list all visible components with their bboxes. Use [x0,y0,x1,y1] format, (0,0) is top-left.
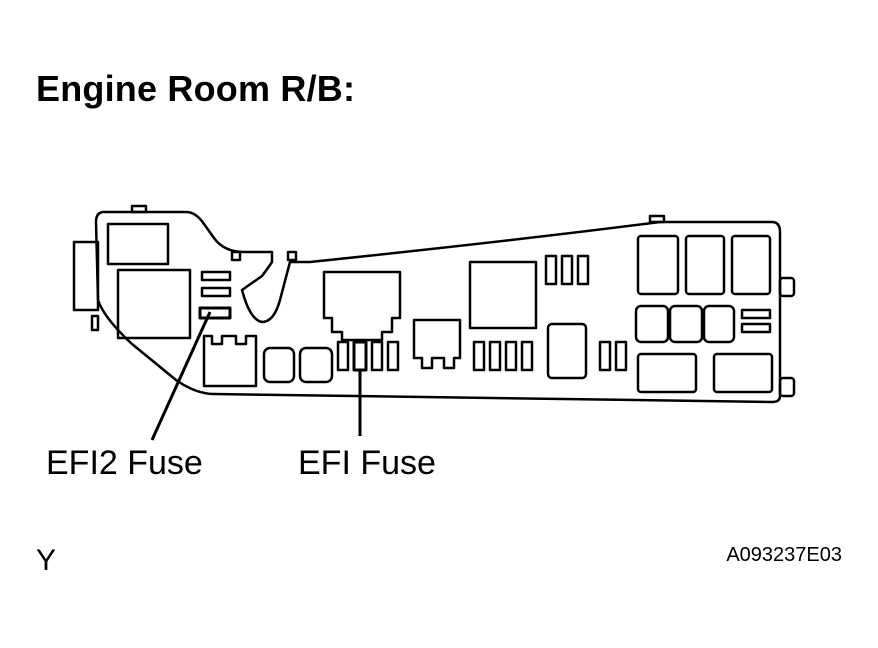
efi2-leader-line [150,311,212,441]
fuse-m4 [520,340,534,372]
top-tab-left [130,204,148,214]
efi2-fuse-label: EFI2 Fuse [46,444,203,482]
left-connector [72,240,100,312]
connector-center [412,318,462,370]
fuse-r2 [614,340,628,372]
figure-id: A093237E03 [726,544,842,566]
fuse-t1 [544,254,558,286]
efi-fuse-label: EFI Fuse [298,444,436,482]
fuse-rh1 [740,308,772,320]
fuse-r1 [598,340,612,372]
top-tab-right [648,214,666,224]
fuse-c3 [370,340,384,372]
relay-center-right [468,260,538,330]
relay-r-bot-2 [712,352,774,394]
diagram-title: Engine Room R/B: [36,68,356,109]
relay-r-mid-2 [668,304,704,344]
left-connector-clip [90,314,100,332]
view-code: Y [36,544,57,577]
fuse-c1 [336,340,350,372]
fuse-m1 [472,340,486,372]
relay-top-left [106,222,170,266]
relay-large-left [116,268,192,340]
tab-288 [286,250,298,262]
relay-r-mid-1 [634,304,670,344]
efi2-fuse [198,306,232,320]
relay-r-bot-1 [636,352,698,394]
relay-block-housing [94,210,782,404]
relay-small-a [262,346,296,384]
tab-232 [230,250,242,262]
relay-r-mid-3 [702,304,736,344]
fuse-t2 [560,254,574,286]
relay-r-top-1 [636,234,680,296]
fuse-t3 [576,254,590,286]
small-fuse-2 [200,286,232,298]
relay-r-top-2 [684,234,726,296]
fuse-rh2 [740,322,772,334]
center-socket [322,270,402,342]
relay-mid-right [546,322,588,380]
connector-notched [202,334,258,388]
right-tab-bottom [778,376,796,398]
right-tab-top [778,276,796,298]
efi-fuse [352,340,368,372]
fuse-m2 [488,340,502,372]
fuse-c4 [386,340,400,372]
relay-r-top-3 [730,234,772,296]
fuse-m3 [504,340,518,372]
relay-small-b [298,346,334,384]
small-fuse-1 [200,270,232,282]
